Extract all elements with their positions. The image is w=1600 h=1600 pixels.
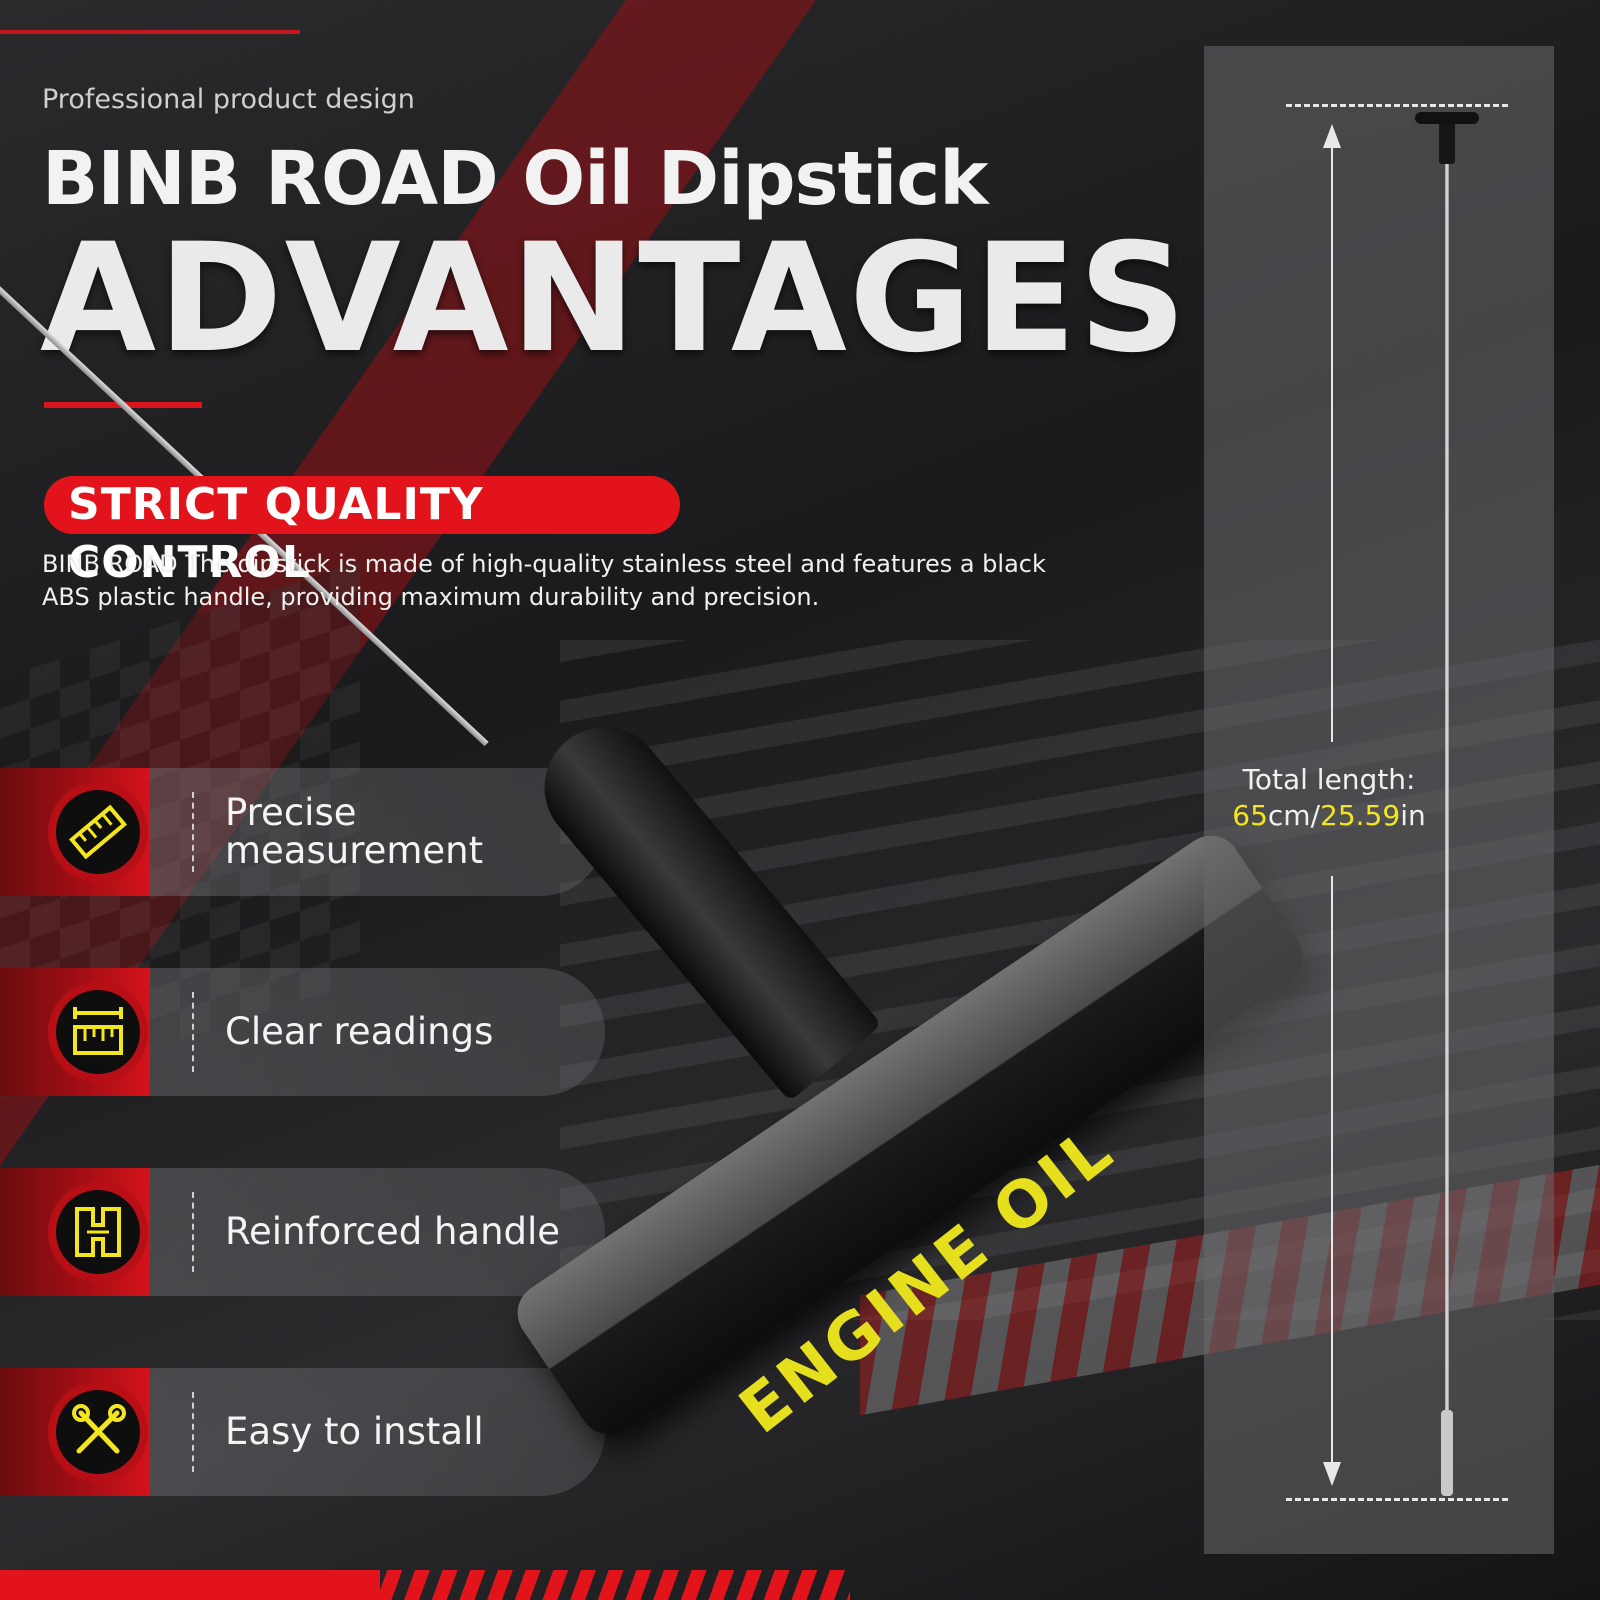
- top-dashed-line: [1286, 104, 1508, 107]
- total-length-title: Total length:: [1242, 763, 1416, 796]
- headline: ADVANTAGES: [40, 212, 1189, 386]
- feature-separator: [192, 1192, 194, 1272]
- quality-description: BINB ROAD The dipstick is made of high-q…: [42, 550, 1046, 611]
- feature-separator: [192, 792, 194, 872]
- feature-item: Clear readings: [0, 968, 605, 1096]
- gauge-scale-icon: [48, 982, 148, 1082]
- top-accent-line: [0, 30, 300, 34]
- dipstick-full-view-handle: [1415, 112, 1479, 124]
- product-title: BINB ROAD Oil Dipstick: [42, 136, 988, 222]
- length-in-unit: in: [1400, 799, 1426, 832]
- feature-label: Reinforced handle: [225, 1210, 561, 1253]
- feature-separator: [192, 1392, 194, 1472]
- arrow-up-icon: [1323, 124, 1341, 148]
- feature-item: Reinforced handle: [0, 1168, 605, 1296]
- dimension-panel: [1204, 46, 1554, 1554]
- feature-item: Easy to install: [0, 1368, 605, 1496]
- tools-icon: [48, 1382, 148, 1482]
- length-cm-value: 65: [1232, 799, 1268, 832]
- dipstick-full-view-tip: [1441, 1410, 1453, 1496]
- ruler-icon: [48, 782, 148, 882]
- dipstick-full-view-stem: [1439, 118, 1455, 164]
- feature-label: Clear readings: [225, 1010, 494, 1053]
- subtitle: Professional product design: [42, 84, 415, 115]
- bottom-dashed-line: [1286, 1498, 1508, 1501]
- feature-label: Easy to install: [225, 1410, 484, 1453]
- dimension-line-top: [1331, 146, 1333, 742]
- feature-item: Precise measurement: [0, 768, 605, 896]
- total-length-value: 65cm/25.59in: [1204, 798, 1454, 834]
- handle-icon: [48, 1182, 148, 1282]
- length-in-value: 25.59: [1320, 799, 1401, 832]
- feature-label: Precise measurement: [225, 791, 484, 872]
- arrow-down-icon: [1323, 1462, 1341, 1486]
- length-cm-unit: cm/: [1267, 799, 1321, 832]
- bottom-red-bar: [0, 1570, 380, 1600]
- total-length-label: Total length: 65cm/25.59in: [1204, 762, 1454, 834]
- dipstick-full-view-rod: [1445, 130, 1449, 1488]
- feature-separator: [192, 992, 194, 1072]
- dimension-line-bottom: [1331, 876, 1333, 1468]
- quality-badge: STRICT QUALITY CONTROL: [44, 476, 680, 588]
